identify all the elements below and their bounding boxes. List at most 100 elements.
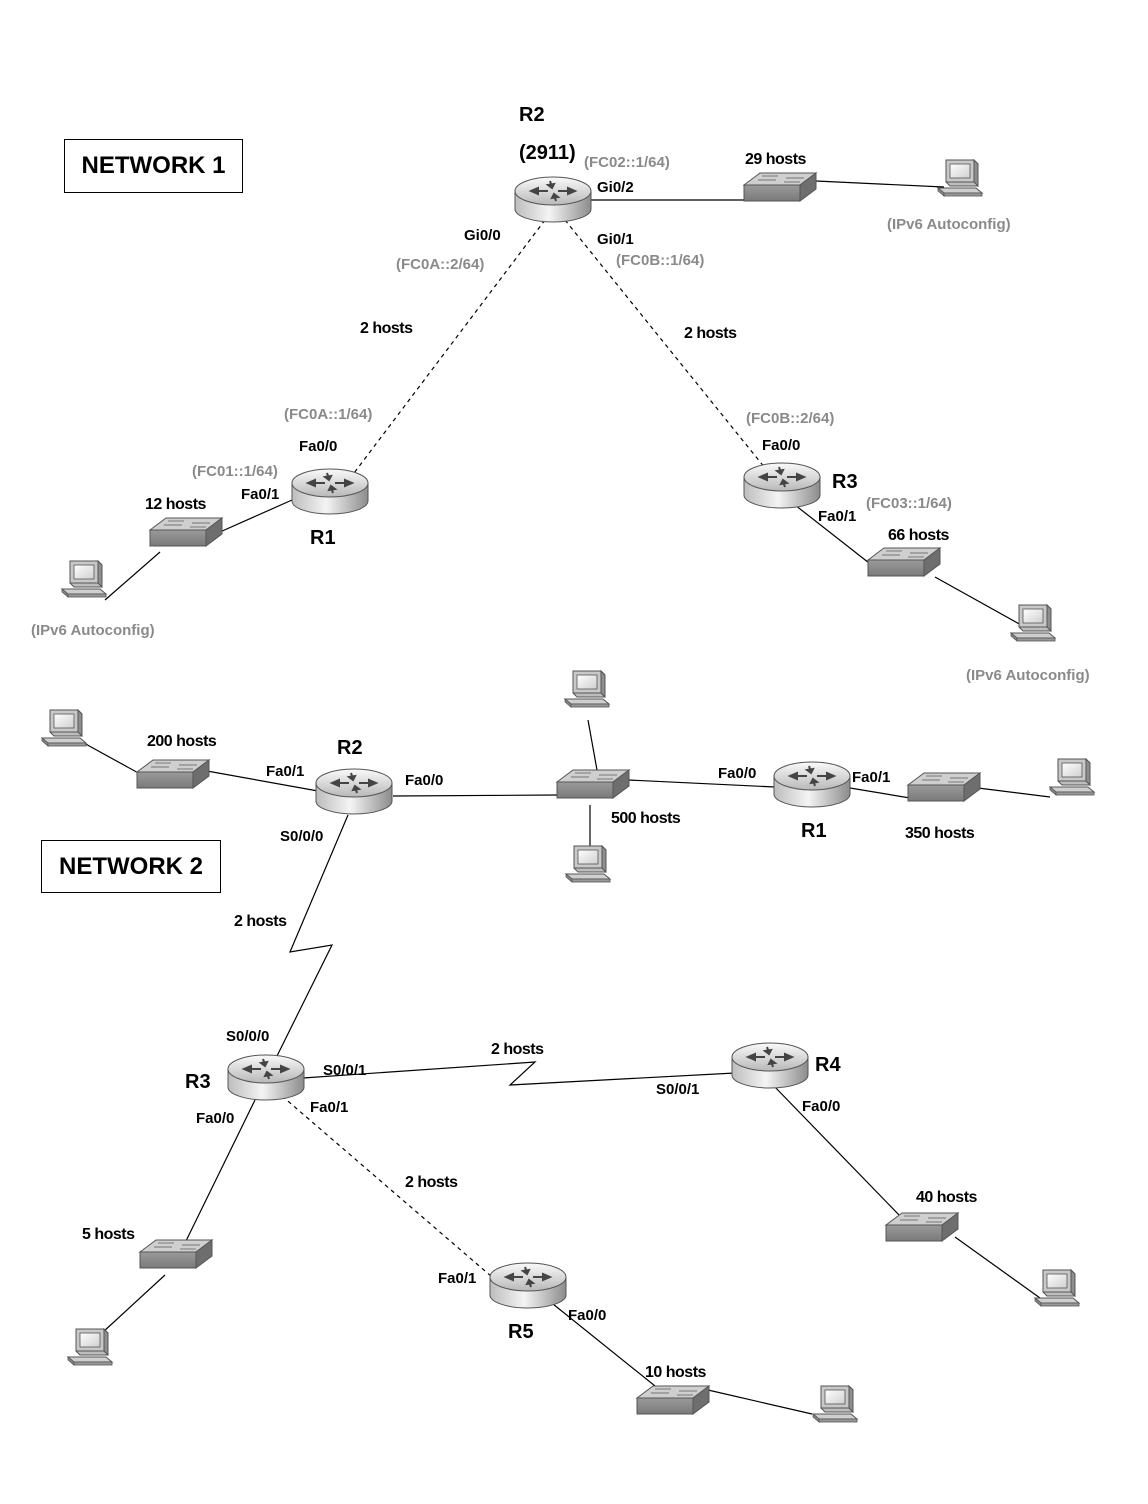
- link-pc-switch-200: [81, 741, 143, 776]
- link-switch-5-pc: [102, 1274, 166, 1333]
- n1-hosts-29: 29 hosts: [745, 151, 807, 168]
- n2-hosts-350: 350 hosts: [905, 825, 975, 842]
- link-switch-40-pc: [954, 1236, 1041, 1299]
- link-switch-500-r1: [627, 779, 776, 788]
- network2-title: NETWORK 2: [41, 840, 221, 893]
- router-icon-n2-r5: [489, 1262, 567, 1309]
- switch-icon-n2-500hosts: [556, 769, 630, 799]
- n1-r1-fa0-1: Fa0/1: [241, 486, 279, 503]
- n1-hosts-r1-r2: 2 hosts: [360, 320, 413, 337]
- n2-r4-name: R4: [815, 1054, 841, 1076]
- n2-r2-s0-0-0: S0/0/0: [280, 828, 323, 845]
- router-icon-n1-r3: [743, 462, 821, 509]
- router-icon-n1-r2: [514, 176, 592, 223]
- pc-icon-n1-r1: [61, 560, 107, 598]
- n1-r2-gi0-2: Gi0/2: [597, 179, 634, 196]
- n1-r2-gi0-0: Gi0/0: [464, 227, 501, 244]
- n1-r2-addr-gi0-1: (FC0B::1/64): [616, 252, 704, 269]
- network1-links: [104, 180, 1031, 631]
- link-switch-200-r2: [206, 770, 319, 792]
- network2-labels: 200 hosts R2 Fa0/1 Fa0/0 S0/0/0 500 host…: [82, 733, 978, 1381]
- n2-r3-name: R3: [185, 1071, 211, 1093]
- n2-hosts-200: 200 hosts: [147, 733, 217, 750]
- n2-r3-fa0-1: Fa0/1: [310, 1099, 348, 1116]
- n2-hosts-5: 5 hosts: [82, 1226, 135, 1243]
- n2-r1-name: R1: [801, 820, 827, 842]
- link-r3-r4-serial: [302, 1061, 736, 1086]
- n1-r2-addr-lan: (FC02::1/64): [584, 154, 670, 171]
- switch-icon-n2-10hosts: [636, 1385, 710, 1415]
- n2-r2-name: R2: [337, 737, 363, 759]
- n2-r3-s0-0-1: S0/0/1: [323, 1062, 366, 1079]
- link-switch-350-pc: [977, 787, 1051, 798]
- switch-icon-n1-12hosts: [149, 517, 223, 547]
- n2-r1-fa0-1: Fa0/1: [852, 769, 890, 786]
- n2-r3-s0-0-0: S0/0/0: [226, 1028, 269, 1045]
- switch-icon-n2-5hosts: [139, 1239, 213, 1269]
- router-icon-n2-r3: [227, 1054, 305, 1101]
- link-r3-switch-66: [794, 504, 879, 571]
- n1-r2-gi0-1: Gi0/1: [597, 231, 634, 248]
- router-icon-n2-r1: [773, 761, 851, 808]
- link-switch-66-pc: [934, 576, 1031, 631]
- n1-autoconfig-r3: (IPv6 Autoconfig): [966, 667, 1090, 684]
- n1-hosts-12: 12 hosts: [145, 496, 207, 513]
- n2-hosts-r3-r5: 2 hosts: [405, 1174, 458, 1191]
- pc-icon-n2-40hosts: [1034, 1269, 1080, 1307]
- link-r1-switch-12: [219, 499, 293, 533]
- n2-r4-s0-0-1: S0/0/1: [656, 1081, 699, 1098]
- switch-icon-n2-40hosts: [885, 1212, 959, 1242]
- n2-hosts-r2-r3: 2 hosts: [234, 913, 287, 930]
- network1-labels: R2 (2911) (FC02::1/64) Gi0/2 29 hosts (I…: [31, 104, 1090, 684]
- n1-r3-fa0-0: Fa0/0: [762, 437, 800, 454]
- switch-icon-n2-200hosts: [136, 759, 210, 789]
- switch-icon-n2-350hosts: [907, 772, 981, 802]
- link-r2-r3-serial: [275, 814, 349, 1059]
- pc-icon-n2-10hosts: [812, 1385, 858, 1423]
- pc-icon-n2-500-top: [564, 670, 610, 708]
- link-switch-500-pc-top: [587, 719, 598, 771]
- network2-links: [81, 719, 1051, 1415]
- link-r3-r5-dashed: [281, 1095, 493, 1278]
- pc-icon-n2-500-bottom: [565, 845, 611, 883]
- n1-r2-model: (2911): [519, 142, 576, 164]
- n2-r5-fa0-1: Fa0/1: [438, 1270, 476, 1287]
- link-r5-switch-10: [547, 1299, 661, 1391]
- switch-icon-n1-66hosts: [867, 547, 941, 577]
- n1-r3-fa0-1: Fa0/1: [818, 508, 856, 525]
- n1-hosts-r2-r3: 2 hosts: [684, 325, 737, 342]
- n1-r3-addr-lan: (FC03::1/64): [866, 495, 952, 512]
- router-icon-n1-r1: [291, 468, 369, 515]
- link-switch-10-pc: [707, 1389, 813, 1415]
- pc-icon-n2-200hosts: [41, 709, 87, 747]
- pc-icon-n2-350hosts: [1049, 758, 1095, 796]
- n2-r4-fa0-0: Fa0/0: [802, 1098, 840, 1115]
- n2-hosts-40: 40 hosts: [916, 1189, 978, 1206]
- router-icon-n2-r2: [315, 768, 393, 815]
- n1-autoconfig-r1: (IPv6 Autoconfig): [31, 622, 155, 639]
- n1-r1-fa0-0: Fa0/0: [299, 438, 337, 455]
- network1-title: NETWORK 1: [64, 139, 243, 193]
- link-switch-29-pc: [815, 180, 945, 188]
- n1-r3-name: R3: [832, 471, 858, 493]
- link-r3-switch-5: [184, 1099, 256, 1244]
- n2-r3-fa0-0: Fa0/0: [196, 1110, 234, 1127]
- n1-r1-name: R1: [310, 527, 336, 549]
- n2-hosts-10: 10 hosts: [645, 1364, 707, 1381]
- n1-r1-addr-lan: (FC01::1/64): [192, 463, 278, 480]
- pc-icon-n1-r2: [937, 159, 983, 197]
- link-r2-switch-500: [392, 794, 559, 797]
- n1-hosts-66: 66 hosts: [888, 527, 950, 544]
- link-switch-12-pc: [104, 551, 161, 601]
- link-r4-switch-40: [771, 1083, 901, 1217]
- link-r1-switch-350: [849, 787, 911, 799]
- n2-r5-fa0-0: Fa0/0: [568, 1307, 606, 1324]
- n2-r5-name: R5: [508, 1321, 534, 1343]
- pc-icon-n2-5hosts: [67, 1328, 113, 1366]
- n1-r2-addr-gi0-0: (FC0A::2/64): [396, 256, 484, 273]
- n1-autoconfig-r2: (IPv6 Autoconfig): [887, 216, 1011, 233]
- n2-hosts-500: 500 hosts: [611, 810, 681, 827]
- n1-r3-addr-wan: (FC0B::2/64): [746, 410, 834, 427]
- n2-r1-fa0-0: Fa0/0: [718, 765, 756, 782]
